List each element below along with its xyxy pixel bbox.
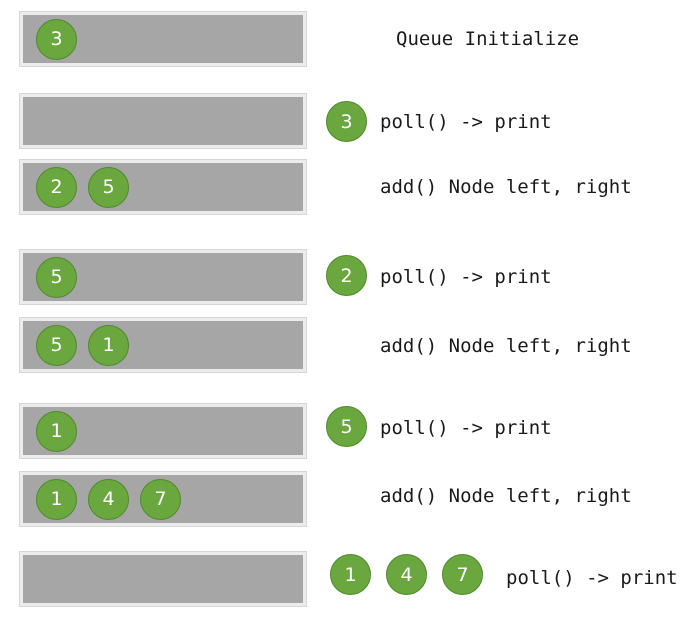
step-label: poll() -> print <box>380 417 552 439</box>
queue-node: 5 <box>88 166 129 208</box>
queue-node: 4 <box>88 478 129 520</box>
step-label: add() Node left, right <box>380 335 632 357</box>
queue-node: 1 <box>36 410 77 452</box>
queue-box-step-8 <box>20 552 306 606</box>
polled-node: 3 <box>326 101 367 142</box>
queue-node: 7 <box>140 478 181 520</box>
queue-node: 2 <box>36 166 77 208</box>
polled-node: 7 <box>442 554 483 595</box>
queue-node: 3 <box>36 18 77 60</box>
step-label: Queue Initialize <box>396 28 580 50</box>
queue-node: 5 <box>36 256 77 298</box>
queue-box-step-6: 1 <box>20 404 306 458</box>
queue-box-step-4: 5 <box>20 250 306 304</box>
queue-box-step-7: 1 4 7 <box>20 472 306 526</box>
step-label: poll() -> print <box>380 266 552 288</box>
queue-box-step-3: 2 5 <box>20 160 306 214</box>
step-label: poll() -> print <box>506 567 678 589</box>
queue-box-step-5: 5 1 <box>20 318 306 372</box>
polled-node: 2 <box>326 255 367 296</box>
step-label: add() Node left, right <box>380 176 632 198</box>
queue-node: 1 <box>88 324 129 366</box>
step-label: poll() -> print <box>380 111 552 133</box>
queue-node: 5 <box>36 324 77 366</box>
step-label: add() Node left, right <box>380 485 632 507</box>
polled-node: 5 <box>326 406 367 447</box>
queue-box-step-2 <box>20 94 306 148</box>
polled-node: 4 <box>386 554 427 595</box>
queue-node: 1 <box>36 478 77 520</box>
queue-box-step-1: 3 <box>20 12 306 66</box>
polled-node: 1 <box>330 554 371 595</box>
